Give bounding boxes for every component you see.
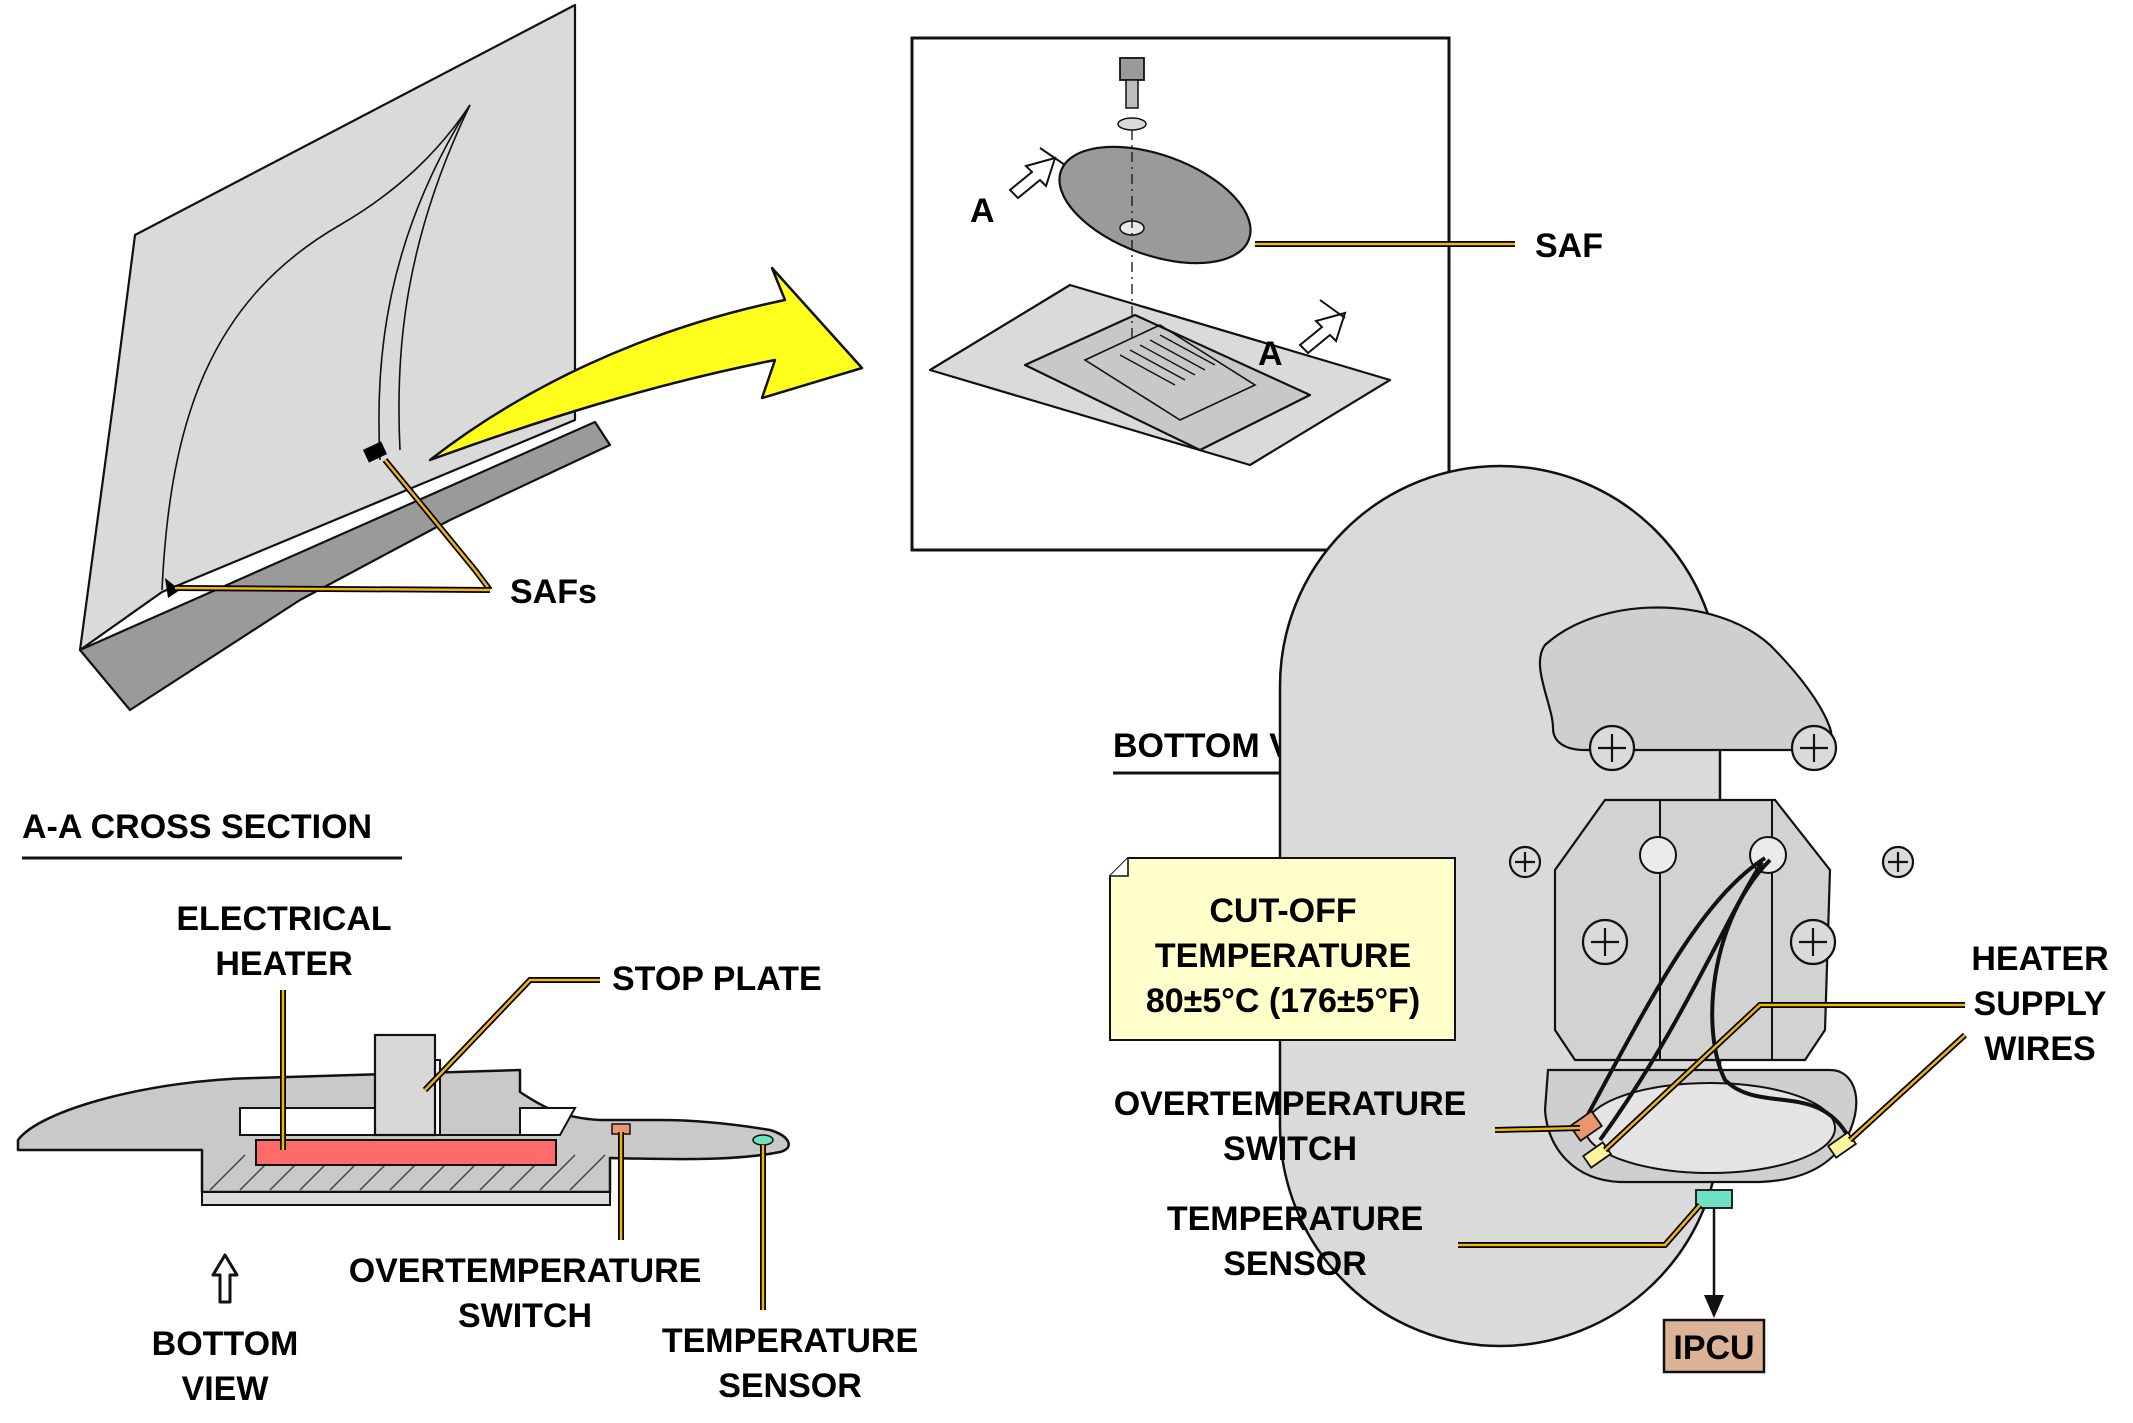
wall-panel: [78, 3, 577, 652]
note-box-fold: [1110, 858, 1129, 877]
overtemp-switch-bottom: [1568, 1109, 1604, 1143]
note-line-3: 80±5°C (176±5°F): [1146, 982, 1420, 1020]
ipcu-box: [1662, 1318, 1766, 1374]
ipcu-arrow-head: [1704, 1295, 1724, 1318]
detail-frame: [910, 36, 1451, 552]
temp-sensor-bottom-label-2: SENSOR: [1223, 1245, 1367, 1283]
saf-marker-front: [165, 578, 180, 598]
note-line-1: CUT-OFF: [1209, 892, 1356, 930]
center-hole-left: [1639, 836, 1677, 874]
bolt-head: [1119, 57, 1145, 81]
temp-sensor-bottom: [1695, 1189, 1733, 1209]
heater-wires-leader-1-y: [1604, 1003, 1965, 1151]
callout-arrow: [428, 266, 864, 462]
bottom-view-arrow-label-1: BOTTOM: [152, 1325, 299, 1363]
saf-leader-2-y: [174, 586, 491, 592]
saf-grille: [1119, 334, 1216, 386]
view-a-label-top: A: [970, 192, 995, 230]
temp-sensor-bottom-label-1: TEMPERATURE: [1167, 1200, 1423, 1238]
view-a-label-bottom: A: [1258, 335, 1283, 373]
stop-plate-label: STOP PLATE: [612, 960, 822, 998]
stop-plate: [373, 1033, 437, 1137]
bottom-plate: [201, 1191, 611, 1206]
safs-label: SAFs: [510, 573, 597, 611]
section-title: A-A CROSS SECTION: [22, 808, 372, 846]
overtemp-bottom-label-1: OVERTEMPERATURE: [1114, 1085, 1467, 1123]
saf-leader-1-y: [384, 459, 491, 591]
top-dome: [1538, 606, 1833, 752]
view-a-line-bottom: [1319, 299, 1346, 319]
heater-wire-a: [1583, 856, 1767, 1121]
temp-sensor-section-label-2: SENSOR: [718, 1367, 862, 1405]
temp-sensor-section-label-1: TEMPERATURE: [662, 1322, 918, 1360]
lower-pocket-inner: [1584, 1082, 1836, 1174]
view-a-arrow-bottom: [1298, 311, 1347, 355]
electrical-heater-label-1: ELECTRICAL: [176, 900, 391, 938]
bottom-view-arrow-label-2: VIEW: [182, 1370, 270, 1408]
saf-plate: [1058, 145, 1252, 265]
washer: [1117, 117, 1147, 131]
electrical-heater-label-2: HEATER: [215, 945, 352, 983]
saf-base-inner: [1083, 324, 1257, 421]
wall-curve: [161, 104, 471, 591]
overtemp-section-label-2: SWITCH: [458, 1297, 592, 1335]
floor-panel: [78, 420, 612, 712]
view-a-arrow-top: [1008, 156, 1057, 200]
electrical-heater: [255, 1139, 557, 1166]
heater-supply-label-2: SUPPLY: [1974, 985, 2107, 1023]
overtemp-bottom-label-2: SWITCH: [1223, 1130, 1357, 1168]
bottom-view-arrow: [211, 1253, 239, 1304]
heater-supply-label-1: HEATER: [1971, 940, 2108, 978]
saf-marker-rear: [362, 441, 388, 463]
overtemp-bottom-leader-y: [1494, 1126, 1581, 1132]
screws: [1508, 724, 1915, 966]
wall-curve-2: [378, 104, 471, 461]
cross-section: A-A CROSS SECTION: [16, 808, 918, 1408]
saf-detail-box: A A: [910, 36, 1515, 552]
wall-curve-3: [398, 104, 471, 451]
bolt-shank: [1125, 79, 1139, 109]
overtemp-section-label-1: OVERTEMPERATURE: [349, 1252, 702, 1290]
bottom-view: BOTTOM VIEW: [1109, 464, 2109, 1374]
sensor-bottom-leader-y: [1458, 1204, 1701, 1247]
fuselage-overview: SAFs: [78, 3, 612, 712]
view-a-line-top: [1039, 147, 1066, 166]
switch-wire: [1598, 860, 1764, 1142]
saf-label: SAF: [1535, 227, 1603, 265]
temp-sensor-section: [752, 1134, 774, 1146]
note-line-2: TEMPERATURE: [1155, 937, 1411, 975]
saf-base-frame: [1023, 313, 1312, 452]
heater-wires-leader-2-y: [1849, 1034, 1966, 1141]
center-hole-right: [1749, 836, 1787, 874]
stop-plate-leader-y: [424, 978, 600, 1091]
ipcu-label: IPCU: [1673, 1329, 1754, 1367]
heater-supply-label-3: WIRES: [1984, 1030, 2095, 1068]
